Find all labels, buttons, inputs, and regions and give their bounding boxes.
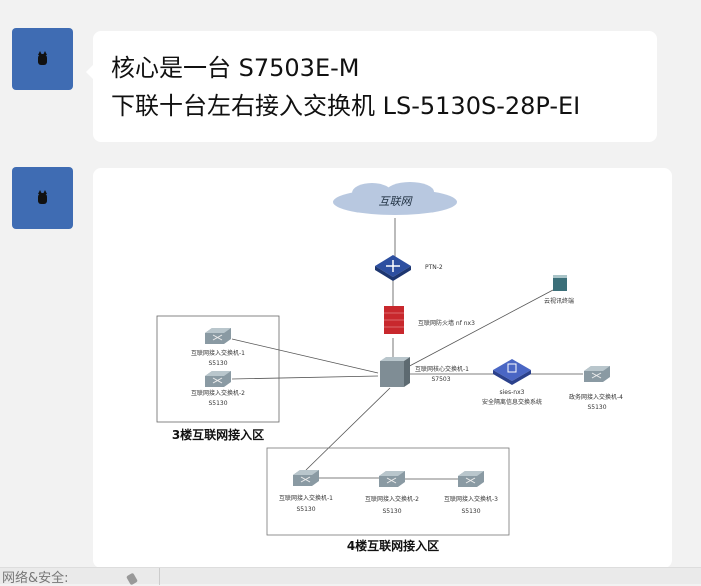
message-bubble: 核心是一台 S7503E-M 下联十台左右接入交换机 LS-5130S-28P-… xyxy=(86,31,657,142)
cat-icon xyxy=(38,50,47,65)
gov-switch-model: S5130 xyxy=(587,404,606,411)
switch-name: 互联网接入交换机-1 xyxy=(279,494,333,502)
avatar[interactable] xyxy=(12,167,73,229)
switch-icon xyxy=(378,470,406,488)
video-label: 云视讯终端 xyxy=(544,297,574,305)
switch-model: S5130 xyxy=(208,360,227,367)
links xyxy=(231,218,583,480)
ptn-label: PTN-2 xyxy=(425,264,443,271)
message-line: 核心是一台 S7503E-M xyxy=(111,54,360,82)
video-terminal-icon xyxy=(553,275,567,291)
cat-icon xyxy=(38,189,47,204)
message-line: 下联十台左右接入交换机 LS-5130S-28P-EI xyxy=(111,92,581,120)
switch-icon xyxy=(583,365,611,383)
zone3-title: 3楼互联网接入区 xyxy=(172,427,264,442)
sies-name: sies-nx3 xyxy=(500,389,525,396)
switch-model: S5130 xyxy=(382,508,401,515)
switch-name: 互联网接入交换机-2 xyxy=(365,495,419,503)
switch-model: S5130 xyxy=(296,506,315,513)
cloud-label: 互联网 xyxy=(379,195,414,208)
core-switch-icon xyxy=(380,357,410,387)
firewall-icon xyxy=(384,306,404,334)
zone4-title: 4楼互联网接入区 xyxy=(347,538,439,553)
input-bar[interactable]: 网络&安全: xyxy=(0,567,701,586)
avatar[interactable] xyxy=(12,28,73,90)
sies-desc: 安全隔离信息交换系统 xyxy=(482,398,542,406)
cloud-icon xyxy=(333,182,457,215)
switch-model: S5130 xyxy=(461,508,480,515)
switch-name: 互联网接入交换机-2 xyxy=(191,389,245,397)
router-icon xyxy=(375,255,411,281)
isolation-gateway-icon xyxy=(493,359,531,385)
core-name: 互联网核心交换机-1 xyxy=(415,365,469,373)
switch-icon xyxy=(292,469,320,487)
switch-icon xyxy=(457,470,485,488)
zone4-box xyxy=(266,447,510,536)
switch-icon xyxy=(204,370,232,388)
zone3-box xyxy=(156,315,280,423)
gov-switch-name: 政务网接入交换机-4 xyxy=(569,393,623,401)
switch-icon xyxy=(204,327,232,345)
conversation-preview[interactable]: 网络&安全: xyxy=(0,568,160,586)
switch-name: 互联网接入交换机-3 xyxy=(444,495,498,503)
switch-name: 互联网接入交换机-1 xyxy=(191,349,245,357)
core-model: S7503 xyxy=(431,376,450,383)
firewall-label: 互联网防火墙 nf nx3 xyxy=(418,319,475,327)
switch-model: S5130 xyxy=(208,400,227,407)
